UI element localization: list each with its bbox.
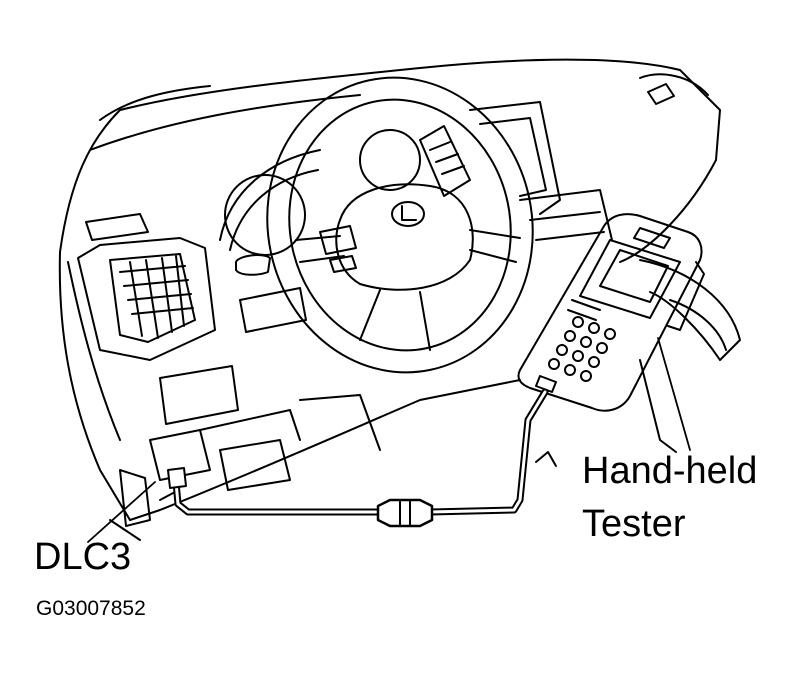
instrument-cluster bbox=[219, 129, 421, 276]
figure-code: G03007852 bbox=[36, 597, 146, 620]
tester-cable bbox=[167, 388, 549, 528]
steering-wheel bbox=[266, 76, 534, 374]
hand-held-tester bbox=[517, 213, 705, 412]
hand-held-tester-label-line1: Hand-held bbox=[582, 450, 758, 492]
left-air-vent bbox=[77, 213, 216, 361]
lexus-emblem-icon bbox=[391, 201, 425, 227]
leader-lines bbox=[87, 337, 691, 543]
hand-held-tester-label-line2: Tester bbox=[582, 503, 686, 545]
dlc3-label: DLC3 bbox=[34, 536, 132, 578]
center-console bbox=[419, 101, 741, 453]
dashboard-outline bbox=[58, 58, 721, 541]
